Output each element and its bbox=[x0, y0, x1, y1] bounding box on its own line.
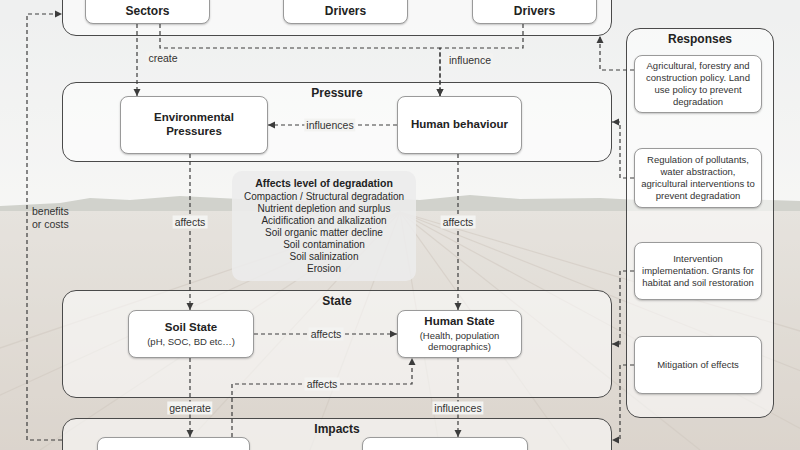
node-sublabel: Soil salinization bbox=[290, 251, 359, 263]
edge-label: affects bbox=[441, 216, 476, 229]
node-label: Drivers bbox=[325, 4, 366, 18]
arrowhead bbox=[437, 89, 444, 96]
node-sublabel: Erosion bbox=[307, 263, 341, 275]
response-box: Agricultural, forestry and construction … bbox=[634, 55, 762, 113]
driver-band: Sectors Drivers Drivers bbox=[62, 0, 612, 36]
band-heading: Impacts bbox=[63, 419, 611, 436]
arrowhead bbox=[187, 430, 194, 437]
node-label: Regulation of pollutants, water abstract… bbox=[640, 154, 756, 202]
arrowhead bbox=[268, 122, 275, 129]
node-sublabel: (Health, population demographics) bbox=[403, 330, 516, 353]
edge-label: affects bbox=[309, 328, 344, 341]
arrowhead bbox=[409, 358, 416, 365]
edge-label: create bbox=[146, 52, 179, 65]
node-sublabel: Compaction / Structural degradation bbox=[244, 191, 404, 203]
node-sublabel: Acidification and alkalization bbox=[261, 215, 386, 227]
arrowhead bbox=[437, 89, 444, 96]
impact-box bbox=[97, 437, 250, 450]
dashed-connector bbox=[457, 358, 458, 437]
response-box: Intervention implementation. Grants for … bbox=[634, 242, 762, 300]
node-label: Environmental Pressures bbox=[126, 111, 262, 139]
node-label: Human State bbox=[424, 315, 494, 329]
pressure-box: Environmental Pressures bbox=[120, 96, 268, 154]
node-sublabel: (pH, SOC, BD etc…) bbox=[147, 336, 235, 347]
driver-box: Drivers bbox=[283, 0, 408, 24]
node-label: Human behaviour bbox=[411, 118, 508, 132]
arrowhead bbox=[134, 89, 141, 96]
edge-label: influences bbox=[432, 402, 483, 415]
dashed-connector bbox=[136, 24, 137, 96]
arrowhead bbox=[612, 341, 619, 348]
dashed-connector bbox=[612, 122, 634, 178]
arrowhead bbox=[597, 36, 604, 43]
edge-label: influence bbox=[447, 54, 493, 67]
response-box: Regulation of pollutants, water abstract… bbox=[634, 148, 762, 208]
degradation-box: Affects level of degradationCompaction /… bbox=[232, 171, 416, 281]
node-label: Soil State bbox=[165, 321, 217, 335]
edge-label: influences bbox=[304, 119, 355, 132]
dashed-connector bbox=[189, 154, 190, 310]
node-label: Intervention implementation. Grants for … bbox=[640, 253, 756, 289]
node-label: Affects level of degradation bbox=[255, 177, 393, 189]
arrowhead bbox=[55, 11, 62, 18]
impacts-band: Impacts bbox=[62, 418, 612, 450]
dashed-connector bbox=[440, 24, 523, 96]
edge-label: generate bbox=[167, 402, 212, 415]
node-sublabel: Soil contamination bbox=[283, 239, 365, 251]
driver-box: Sectors bbox=[85, 0, 210, 24]
state-box: Human State(Health, population demograph… bbox=[397, 310, 522, 358]
pressure-box: Human behaviour bbox=[397, 96, 522, 154]
band-heading: Responses bbox=[627, 29, 773, 46]
impact-box bbox=[362, 437, 528, 450]
arrowhead bbox=[455, 430, 462, 437]
dashed-connector bbox=[457, 154, 458, 310]
response-box: Mitigation of effects bbox=[634, 336, 762, 394]
band-heading: State bbox=[63, 291, 611, 308]
dashed-connector bbox=[160, 24, 440, 96]
node-label: Agricultural, forestry and construction … bbox=[640, 60, 756, 108]
dashed-connector bbox=[189, 358, 190, 437]
dashed-connector bbox=[612, 365, 634, 440]
responses-panel: ResponsesAgricultural, forestry and cons… bbox=[626, 28, 774, 418]
dashed-connector bbox=[600, 36, 634, 70]
node-sublabel: Nutrient depletion and surplus bbox=[258, 203, 391, 215]
edge-label: affects bbox=[173, 216, 208, 229]
node-label: Mitigation of effects bbox=[657, 359, 739, 371]
edge-label: affects bbox=[305, 378, 340, 391]
state-box: Soil State(pH, SOC, BD etc…) bbox=[128, 310, 254, 358]
edge-label: benefits or costs bbox=[30, 205, 82, 231]
dashed-connector bbox=[232, 358, 412, 437]
arrowhead bbox=[390, 331, 397, 338]
arrowhead bbox=[455, 303, 462, 310]
arrowhead bbox=[612, 437, 619, 444]
dashed-connector bbox=[612, 271, 634, 344]
arrowhead bbox=[187, 303, 194, 310]
driver-box: Drivers bbox=[472, 0, 597, 24]
node-sublabel: Soil organic matter decline bbox=[265, 227, 383, 239]
arrowhead bbox=[612, 119, 619, 126]
node-label: Drivers bbox=[514, 4, 555, 18]
node-label: Sectors bbox=[125, 4, 169, 18]
band-heading: Pressure bbox=[63, 83, 611, 100]
